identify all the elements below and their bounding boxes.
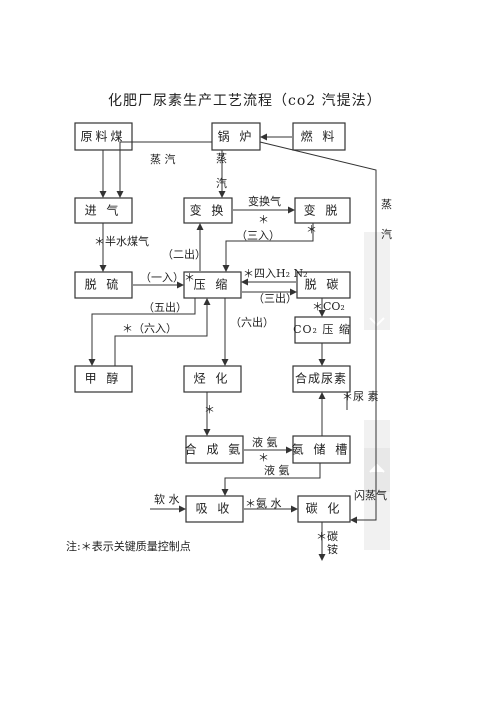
box-urea-synthesis-label: 合成尿素 [295, 371, 347, 386]
box-shift-removal [294, 197, 351, 224]
box-desulf [74, 271, 133, 299]
box-compress [183, 271, 242, 299]
label-steam-horizontal: 蒸 汽 [150, 152, 176, 166]
label-right-steam-1: 蒸 [381, 198, 392, 211]
box-shift-label: 变 换 [190, 203, 227, 218]
chevron-down-icon [369, 317, 385, 327]
label-out2: （二出） [162, 247, 206, 261]
box-boiler-label: 锅 炉 [218, 129, 255, 144]
box-co2-compress [294, 316, 351, 344]
chevron-up-icon [369, 463, 385, 473]
arrow-removal-to-compress [222, 223, 314, 272]
label-in3: （三入） [236, 229, 280, 242]
box-desulf-label: 脱 硫 [85, 277, 122, 292]
box-raw-coal-label: 原料煤 [80, 130, 125, 144]
label-offgas: 闪蒸气 [354, 488, 387, 502]
box-fuel-label: 燃 料 [301, 129, 338, 144]
label-co2: ＊CO₂ [312, 300, 345, 313]
box-boiler [211, 122, 261, 151]
label-in4: ＊四入H₂ N₂ [243, 267, 308, 280]
label-in6: ＊（六入） [122, 322, 177, 335]
label-ammonia-water: ＊氨 水 [245, 497, 282, 510]
arrow-compress-to-methanol [88, 298, 196, 366]
box-methanol [74, 365, 133, 393]
box-fuel [292, 122, 346, 151]
box-carbonize-label: 碳 化 [306, 502, 343, 516]
arrow-tank-to-absorb [221, 463, 321, 496]
label-steam-v2: 汽 [216, 176, 227, 190]
label-out5: （五出） [143, 300, 187, 314]
label-star-ammonia: ＊ [258, 451, 269, 464]
label-ammonium-2: 铵 [327, 542, 338, 556]
page-title: 化肥厂尿素生产工艺流程（co2 汽提法） [108, 93, 382, 109]
label-shifted-gas: 变换气 [248, 194, 281, 208]
box-ammonia-tank-label: 氨 储 槽 [292, 442, 351, 457]
label-ammonium: ＊碳 [316, 529, 338, 543]
box-raw-coal [74, 122, 133, 151]
box-urea-synthesis [292, 365, 351, 393]
box-ammonia-synthesis-label: 合 成 氨 [185, 442, 244, 457]
label-steam-v1: 蒸 [216, 152, 227, 165]
arrow-boiler-steam-right [259, 141, 377, 524]
label-semi-water-gas: ＊半水煤气 [94, 234, 149, 248]
box-carbonize [297, 495, 351, 523]
box-shift [183, 197, 233, 224]
label-in1: （一入）＊ [140, 271, 195, 284]
footnote: 注:＊表示关键质量控制点 [66, 539, 191, 553]
box-absorb [185, 495, 244, 523]
box-hydrocarbon-label: 烃 化 [194, 372, 231, 386]
box-co2-compress-label: CO₂ 压 缩 [293, 323, 351, 336]
box-decarb [296, 271, 351, 299]
label-star-shift: ＊ [258, 213, 269, 226]
label-urea: ＊尿 素 [342, 390, 379, 403]
box-methanol-label: 甲 醇 [85, 371, 122, 386]
box-shift-removal-label: 变 脱 [304, 203, 341, 218]
box-decarb-label: 脱 碳 [305, 277, 342, 292]
box-intake-label: 进 气 [85, 203, 122, 218]
box-ammonia-tank [292, 435, 351, 464]
arrow-boiler-steam-to-intake [116, 141, 212, 198]
scroll-track-upper [364, 232, 390, 330]
label-soft-water: 软 水 [154, 492, 180, 506]
label-star-hydrocarbon: ＊ [204, 403, 215, 416]
arrow-methanol-to-compress [114, 298, 211, 366]
box-ammonia-synthesis [185, 435, 244, 464]
box-compress-label: 压 缩 [194, 277, 231, 292]
box-intake [74, 197, 133, 224]
label-out6: （六出） [230, 315, 274, 329]
box-hydrocarbon [183, 365, 242, 393]
label-star-removal: ＊ [306, 223, 317, 236]
label-right-steam-2: 汽 [381, 227, 392, 241]
box-absorb-label: 吸 收 [196, 502, 233, 516]
label-out3: （三出） [253, 291, 297, 305]
label-liquid-ammonia: 液 氨 [252, 435, 278, 449]
label-liquid-ammonia-2: 液 氨 [264, 463, 290, 477]
